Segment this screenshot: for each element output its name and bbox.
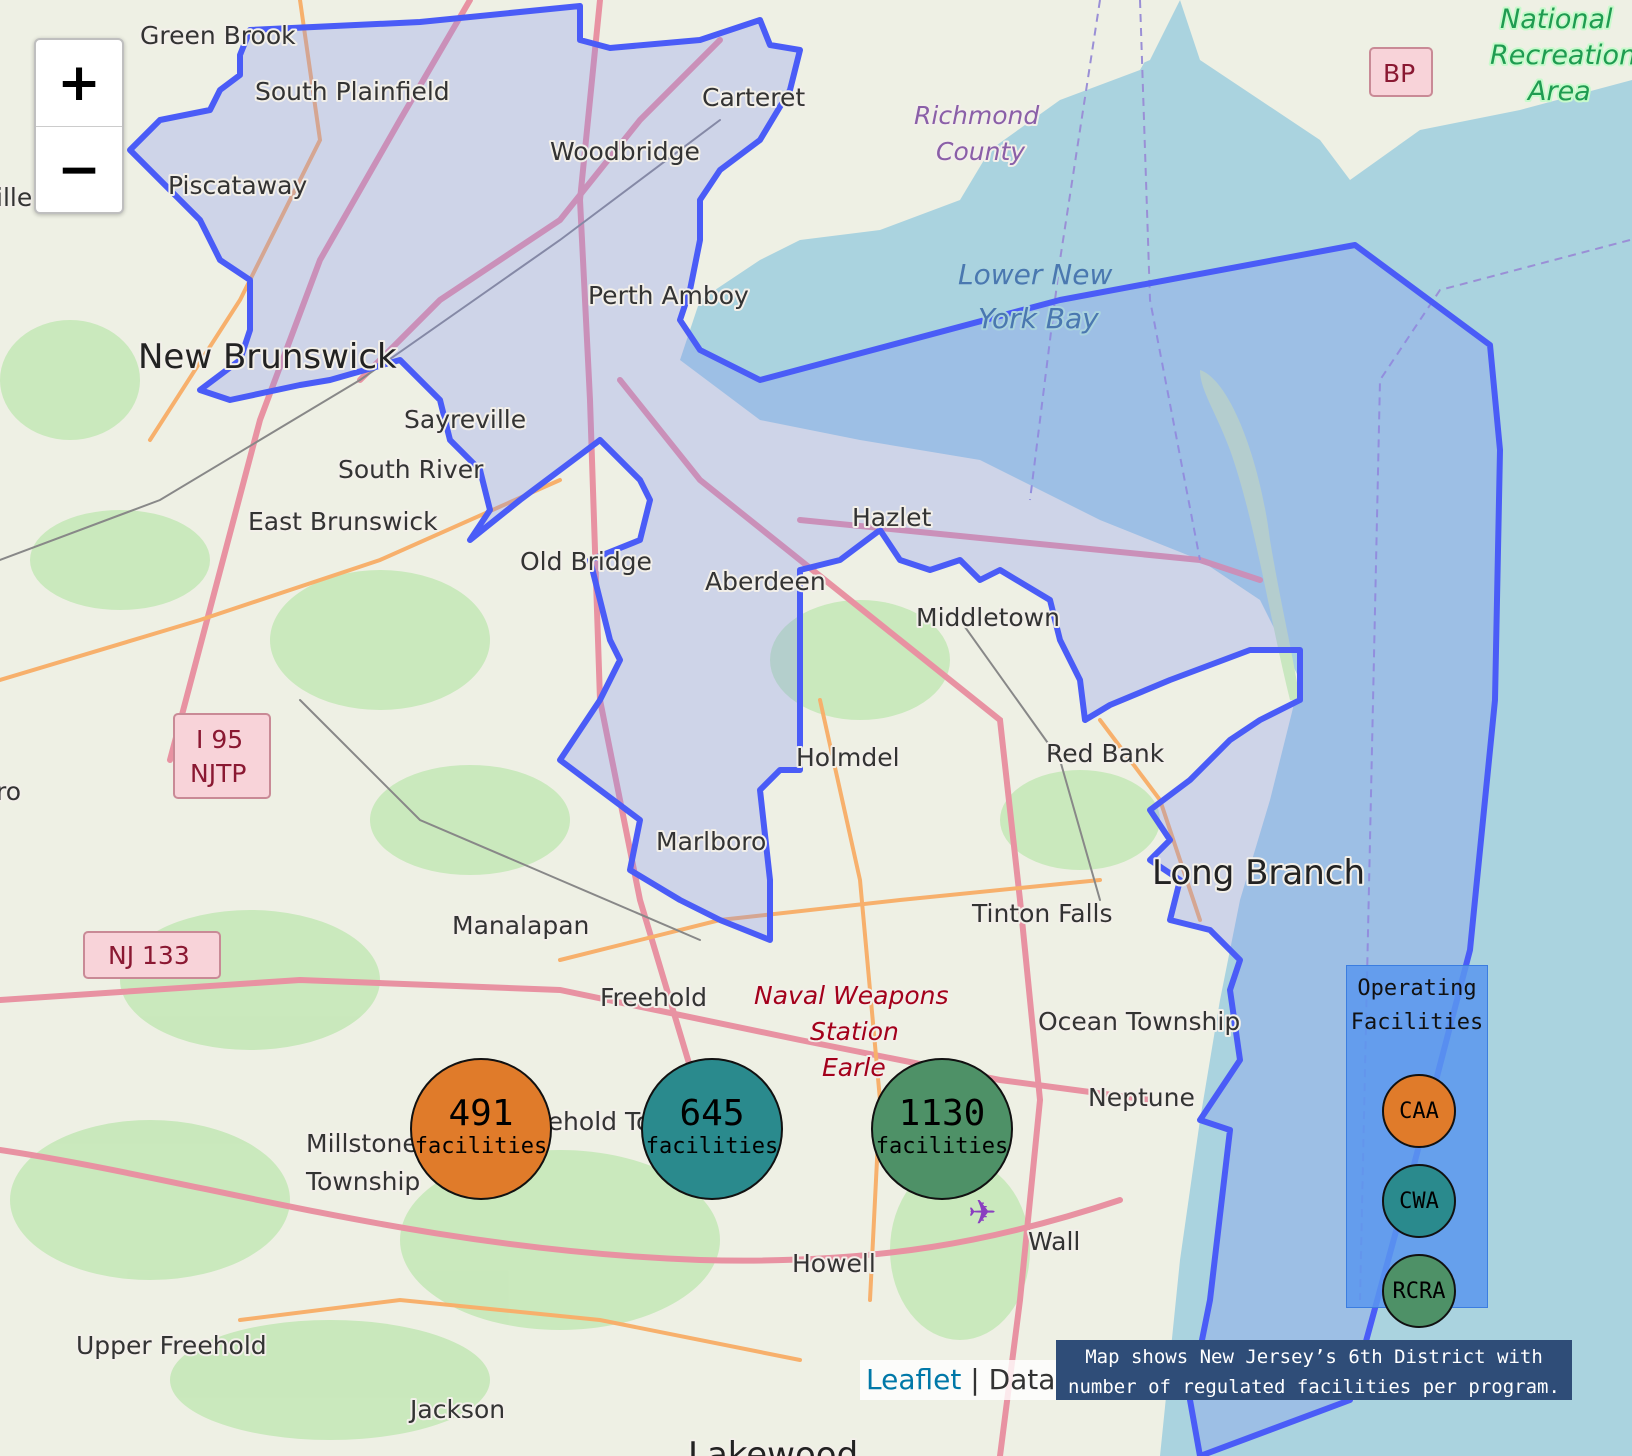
label-neptune: Neptune [1088,1083,1195,1112]
label-holmdel: Holmdel [796,743,900,772]
label-old-bridge: Old Bridge [520,547,652,576]
label-green-brook: Green Brook [140,21,296,50]
shield-i95 [173,713,271,799]
label-edge-ille: ille [0,183,32,212]
label-sayreville: Sayreville [404,405,526,434]
shield-bp [1369,47,1433,97]
label-national: National [1500,4,1613,35]
label-marlboro: Marlboro [656,827,766,856]
label-carteret: Carteret [702,83,805,112]
legend-title: Operating Facilities [1350,976,1484,1035]
bubble-cwa-label: facilities [645,1134,779,1159]
label-middletown: Middletown [916,603,1060,632]
label-county: County [936,137,1026,166]
district-6-boundary[interactable] [127,3,1503,1456]
bubble-caa[interactable]: 491 facilities [410,1058,552,1200]
bubble-cwa[interactable]: 645 facilities [641,1058,783,1200]
label-hazlet: Hazlet [852,503,932,532]
map-caption: Map shows New Jersey’s 6th District with… [1056,1340,1572,1400]
zoom-out-button[interactable]: − [36,126,122,212]
label-freehold: Freehold [600,983,707,1012]
label-red-bank: Red Bank [1046,739,1165,768]
map-attribution: Leaflet | Data [860,1360,1066,1400]
label-south-plainfield: South Plainfield [255,77,450,106]
label-recreation: Recreation [1490,40,1632,71]
label-richmond: Richmond [914,101,1039,130]
legend-item-caa[interactable]: CAA [1382,1074,1456,1148]
legend-item-cwa[interactable]: CWA [1382,1164,1456,1238]
label-upper-freehold: Upper Freehold [76,1331,267,1360]
bubble-cwa-count: 645 [679,1093,745,1134]
label-east-brunswick: East Brunswick [248,507,438,536]
label-south-river: South River [338,455,484,484]
shield-i95-bottom: NJTP [190,759,246,788]
label-howell: Howell [792,1249,876,1278]
attribution-separator: | [961,1363,989,1396]
label-edge-ro: ro [0,777,21,806]
label-area: Area [1526,76,1591,107]
label-aberdeen: Aberdeen [705,567,826,596]
label-ocean-township: Ocean Township [1038,1007,1240,1036]
shield-bp-text: BP [1383,59,1415,88]
bubble-caa-label: facilities [414,1134,548,1159]
channel-lines [1029,0,1631,1301]
zoom-control: + − [34,38,124,214]
label-long-branch: Long Branch [1152,853,1365,893]
bubble-caa-count: 491 [448,1093,514,1134]
legend-panel: Operating Facilities CAA CWA RCRA [1346,965,1488,1328]
bubble-rcra-count: 1130 [898,1093,986,1134]
label-tinton-falls: Tinton Falls [971,899,1113,928]
legend-item-rcra[interactable]: RCRA [1382,1254,1456,1328]
label-woodbridge: Woodbridge [550,137,700,166]
sandy-hook [1200,370,1300,700]
label-perth-amboy: Perth Amboy [588,281,749,310]
label-york-bay: York Bay [978,302,1099,335]
label-lower-new: Lower New [958,258,1112,291]
road-shields: I 95 NJTP NJ 133 BP [83,47,1433,979]
label-manalapan: Manalapan [452,911,589,940]
label-lakewood: Lakewood [688,1435,858,1456]
shield-nj133-text: NJ 133 [108,941,190,970]
label-new-brunswick: New Brunswick [138,337,397,377]
label-naval-weapons: Naval Weapons [754,981,948,1010]
shield-i95-top: I 95 [196,725,243,754]
label-piscataway: Piscataway [168,171,307,200]
label-jackson: Jackson [408,1395,505,1424]
shield-nj133 [83,931,221,979]
label-station: Station [810,1017,899,1046]
leaflet-link[interactable]: Leaflet [866,1363,962,1396]
airport-icon: ✈ [968,1193,997,1233]
bubble-rcra[interactable]: 1130 facilities [871,1058,1013,1200]
zoom-in-button[interactable]: + [57,53,101,113]
bubble-rcra-label: facilities [875,1134,1009,1159]
staten-island [760,0,1180,240]
road-network [0,0,1263,1456]
label-earle: Earle [822,1053,886,1082]
label-township: Township [305,1167,420,1196]
attribution-data: Data [988,1363,1056,1396]
label-millstone: Millstone [306,1129,418,1158]
label-wall: Wall [1028,1227,1080,1256]
